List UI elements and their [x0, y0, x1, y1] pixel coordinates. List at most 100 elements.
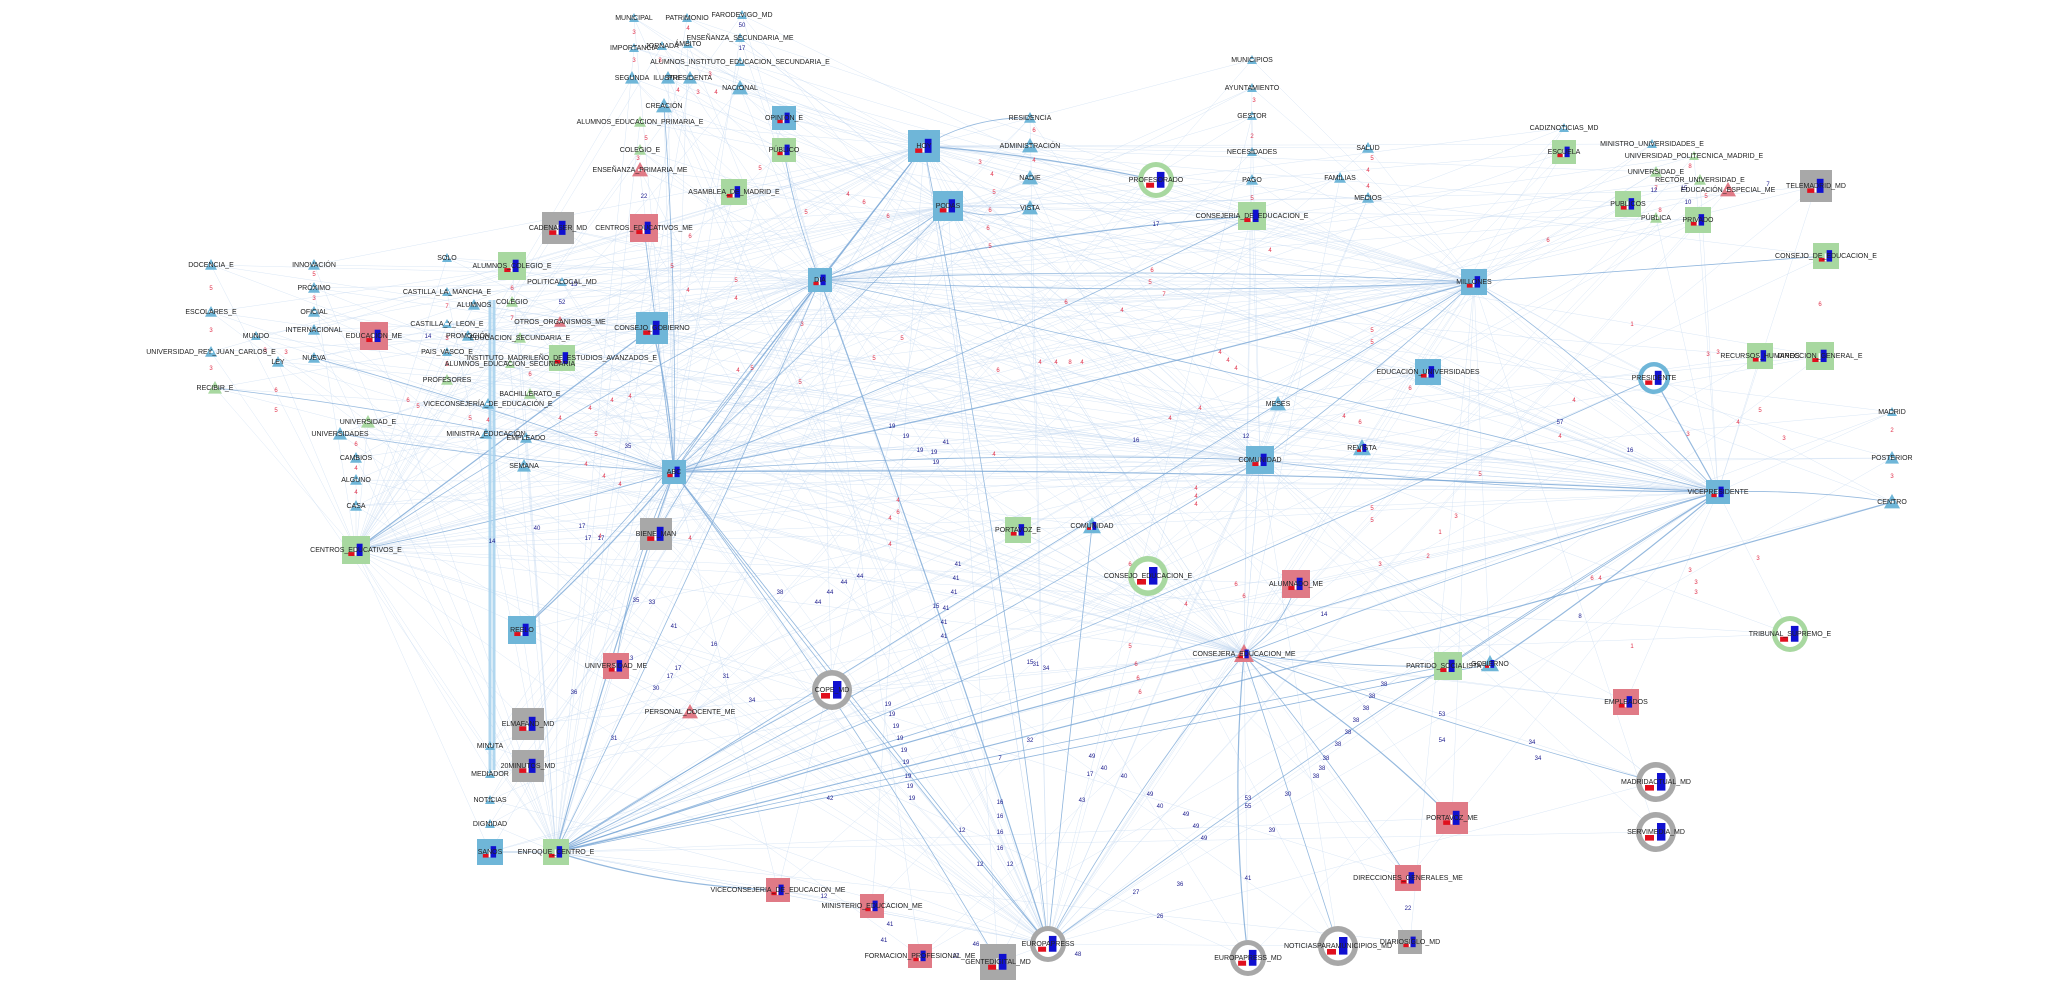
- node-alum_prim[interactable]: ALUMNOS_EDUCACION_PRIMARIA_E: [577, 116, 704, 127]
- node-notic_ap[interactable]: NOTICIASPARAMUNICIPIOS_MD: [1284, 926, 1392, 966]
- node-gestor[interactable]: GESTOR: [1237, 111, 1267, 120]
- node-universidades[interactable]: UNIVERSIDADES: [311, 427, 369, 440]
- node-medios[interactable]: MEDIOS: [1354, 192, 1382, 203]
- node-diario[interactable]: DIARIOSIGLO_MD: [1380, 930, 1440, 954]
- node-alumnos_sec[interactable]: ALUMNOS_EDUCACION_SECUNDARIA: [445, 359, 576, 368]
- node-gente[interactable]: GENTEDIGITAL_MD: [965, 944, 1031, 980]
- node-importancia[interactable]: IMPORTANCIA: [610, 43, 658, 52]
- node-castilla_leon[interactable]: CASTILLA_Y_LEON_E: [410, 319, 484, 328]
- node-profesores[interactable]: PROFESORES: [423, 374, 472, 385]
- node-residencia[interactable]: RESIDENCIA: [1009, 112, 1052, 123]
- node-adm[interactable]: ADMINISTRACIÓN: [1000, 138, 1061, 153]
- node-formacion[interactable]: FORMACION_PROFESIONAL_ME: [865, 944, 976, 968]
- node-casa[interactable]: CASA: [346, 500, 366, 511]
- node-univ_me[interactable]: UNIVERSIDAD_ME: [585, 653, 648, 679]
- node-solo[interactable]: SOLO: [437, 253, 457, 262]
- node-portavoz_me[interactable]: PORTAVOZ_ME: [1426, 802, 1478, 834]
- node-europapress[interactable]: EUROPAPRESS: [1022, 926, 1075, 962]
- node-asamblea[interactable]: ASAMBLEA_DE_MADRID_E: [688, 179, 780, 205]
- node-minuta[interactable]: MINUTA: [477, 741, 504, 750]
- node-nacional[interactable]: NACIONAL: [722, 80, 758, 95]
- node-docencia[interactable]: DOCENCIA_E: [188, 259, 234, 270]
- node-reelo[interactable]: REELO: [508, 616, 536, 644]
- node-ministra[interactable]: MINISTRA_EDUCACIÓN: [446, 428, 526, 439]
- node-proximo[interactable]: PRÓXIMO: [297, 282, 331, 293]
- node-creacion[interactable]: CREACIÓN: [646, 98, 683, 113]
- node-necesidades[interactable]: NECESIDADES: [1227, 147, 1278, 156]
- node-univ_e[interactable]: UNIVERSIDAD_E: [340, 415, 397, 428]
- node-nueva[interactable]: NUEVA: [302, 352, 326, 363]
- node-viceconsej[interactable]: VICECONSEJERÍA_DE_EDUCACIÓN_E: [423, 398, 553, 409]
- node-municipios[interactable]: MUNICIPIOS: [1231, 55, 1273, 64]
- node-alumnos[interactable]: ALUMNOS: [457, 299, 492, 310]
- node-alguno[interactable]: ALGUNO: [341, 474, 371, 485]
- node-univ_e2[interactable]: UNIVERSIDAD_E: [1628, 166, 1685, 177]
- node-enfoque[interactable]: ENFOQUE_CENTRO_E: [518, 839, 595, 865]
- node-ilustre[interactable]: ILUSTRE: [653, 71, 683, 84]
- node-colegio_e[interactable]: COLEGIO_E: [620, 144, 661, 155]
- node-rector[interactable]: RECTOR_UNIVERSIDAD_E: [1655, 174, 1745, 185]
- node-cambios[interactable]: CAMBIOS: [340, 452, 373, 463]
- node-telemadrid[interactable]: TELEMADRID_MD: [1786, 170, 1846, 202]
- node-vista[interactable]: VISTA: [1020, 200, 1040, 215]
- node-patrimonio[interactable]: PATRIMONIO: [665, 13, 709, 22]
- node-bieneman[interactable]: BIENE_MAN: [636, 518, 676, 550]
- node-mundo[interactable]: MUNDO: [243, 331, 270, 340]
- node-centros_me[interactable]: CENTROS_EDUCATIVOS_ME: [595, 214, 693, 242]
- node-bachill[interactable]: BACHILLERATO_E: [499, 388, 561, 399]
- node-consejo_gob[interactable]: CONSEJO_GOBIERNO: [614, 312, 690, 344]
- node-madrid[interactable]: MADRID: [1878, 407, 1906, 416]
- node-cadena[interactable]: CADENASER_MD: [529, 212, 587, 244]
- node-familias[interactable]: FAMILIAS: [1324, 172, 1356, 183]
- node-gobierno[interactable]: GOBIERNO: [1471, 655, 1509, 672]
- node-recursos[interactable]: RECURSOS_HUMANOS: [1720, 343, 1800, 369]
- node-20min[interactable]: 20MINUTOS_MD: [501, 750, 556, 782]
- node-educ_espec[interactable]: EDUCACIÓN_ESPECIAL_ME: [1681, 182, 1776, 197]
- node-vicecons_me[interactable]: VICECONSEJERIA_DE_EDUCACION_ME: [711, 878, 846, 902]
- node-profesorado[interactable]: PROFESORADO: [1129, 162, 1184, 198]
- node-revista[interactable]: REVISTA: [1347, 439, 1377, 456]
- node-madrid_act[interactable]: MADRIDACTUAL_MD: [1621, 762, 1691, 802]
- node-servimedia[interactable]: SERVIMEDIA_MD: [1627, 812, 1685, 852]
- node-faro[interactable]: FARODEVIGO_MD: [711, 10, 773, 19]
- node-ens_prim[interactable]: ENSEÑANZA_PRIMARIA_ME: [593, 162, 688, 177]
- node-educacion_sec[interactable]: EDUCACION_SECUNDARIA_E: [470, 332, 571, 343]
- node-hoy[interactable]: HOY: [908, 130, 940, 162]
- node-nadie[interactable]: NADIE: [1019, 170, 1041, 185]
- node-ministro_univ[interactable]: MINISTRO_UNIVERSIDADES_E: [1600, 139, 1704, 148]
- node-ambito[interactable]: ÁMBITO: [675, 39, 702, 48]
- node-ens_sec[interactable]: ENSEÑANZA_SECUNDARIA_ME: [687, 33, 794, 42]
- node-jornada[interactable]: JORNADA: [645, 41, 679, 50]
- node-empleados[interactable]: EMPLEADOS: [1604, 689, 1648, 715]
- node-sanos[interactable]: SANOS: [477, 839, 503, 865]
- node-internacional[interactable]: INTERNACIONAL: [286, 324, 343, 335]
- node-salud[interactable]: SALUD: [1356, 142, 1380, 153]
- node-semanas[interactable]: MESES: [1266, 396, 1291, 411]
- node-publicos[interactable]: PUBLICOS: [1610, 191, 1646, 217]
- node-consejo_edu[interactable]: CONSEJO_EDUCACION_E: [1104, 556, 1193, 596]
- node-univ_pol[interactable]: UNIVERSIDAD_POLITECNICA_MADRID_E: [1625, 151, 1764, 160]
- node-pago[interactable]: PAGO: [1242, 174, 1262, 185]
- node-comunidad[interactable]: COMUNIDAD: [1070, 517, 1114, 534]
- node-noticias[interactable]: NOTICIAS: [473, 795, 507, 804]
- node-inst_madr[interactable]: INSTITUTO_MADRILEÑO_DE_ESTUDIOS_AVANZADO…: [467, 345, 658, 371]
- node-ley[interactable]: LEY: [271, 356, 285, 367]
- node-politica[interactable]: POLITICALOCAL_MD: [527, 277, 597, 286]
- node-millones[interactable]: MILLONES: [1456, 269, 1492, 295]
- node-oficial[interactable]: OFICIAL: [300, 306, 328, 317]
- node-direccion_gen[interactable]: DIRECCION_GENERAL_E: [1777, 342, 1863, 370]
- node-direcciones[interactable]: DIRECCIONES_GENERALES_ME: [1353, 865, 1463, 891]
- node-abc[interactable]: ABC: [662, 460, 686, 484]
- node-presidenta[interactable]: PRESIDENTA: [668, 71, 713, 84]
- node-colegio[interactable]: COLEGIO: [496, 296, 528, 307]
- node-escuela[interactable]: ESCUELA: [1548, 140, 1581, 164]
- node-escolares[interactable]: ESCOLARES_E: [185, 306, 237, 317]
- node-presidente[interactable]: PRESIDENTE: [1632, 362, 1677, 394]
- node-alum_coleg[interactable]: ALUMNOS_COLEGIO_E: [473, 252, 552, 280]
- node-educa_me[interactable]: EDUCACIÓN_ME: [346, 322, 403, 350]
- node-comunidad2[interactable]: COMUNIDAD: [1238, 446, 1282, 474]
- node-consejo_edu2[interactable]: CONSEJO_DE_EDUCACION_E: [1775, 243, 1877, 269]
- node-publico[interactable]: PÚBLICO: [769, 138, 800, 162]
- node-consejera[interactable]: CONSEJERA_EDUCACION_ME: [1192, 644, 1296, 662]
- node-europaf[interactable]: EUROPAPRESS_MD: [1214, 940, 1282, 976]
